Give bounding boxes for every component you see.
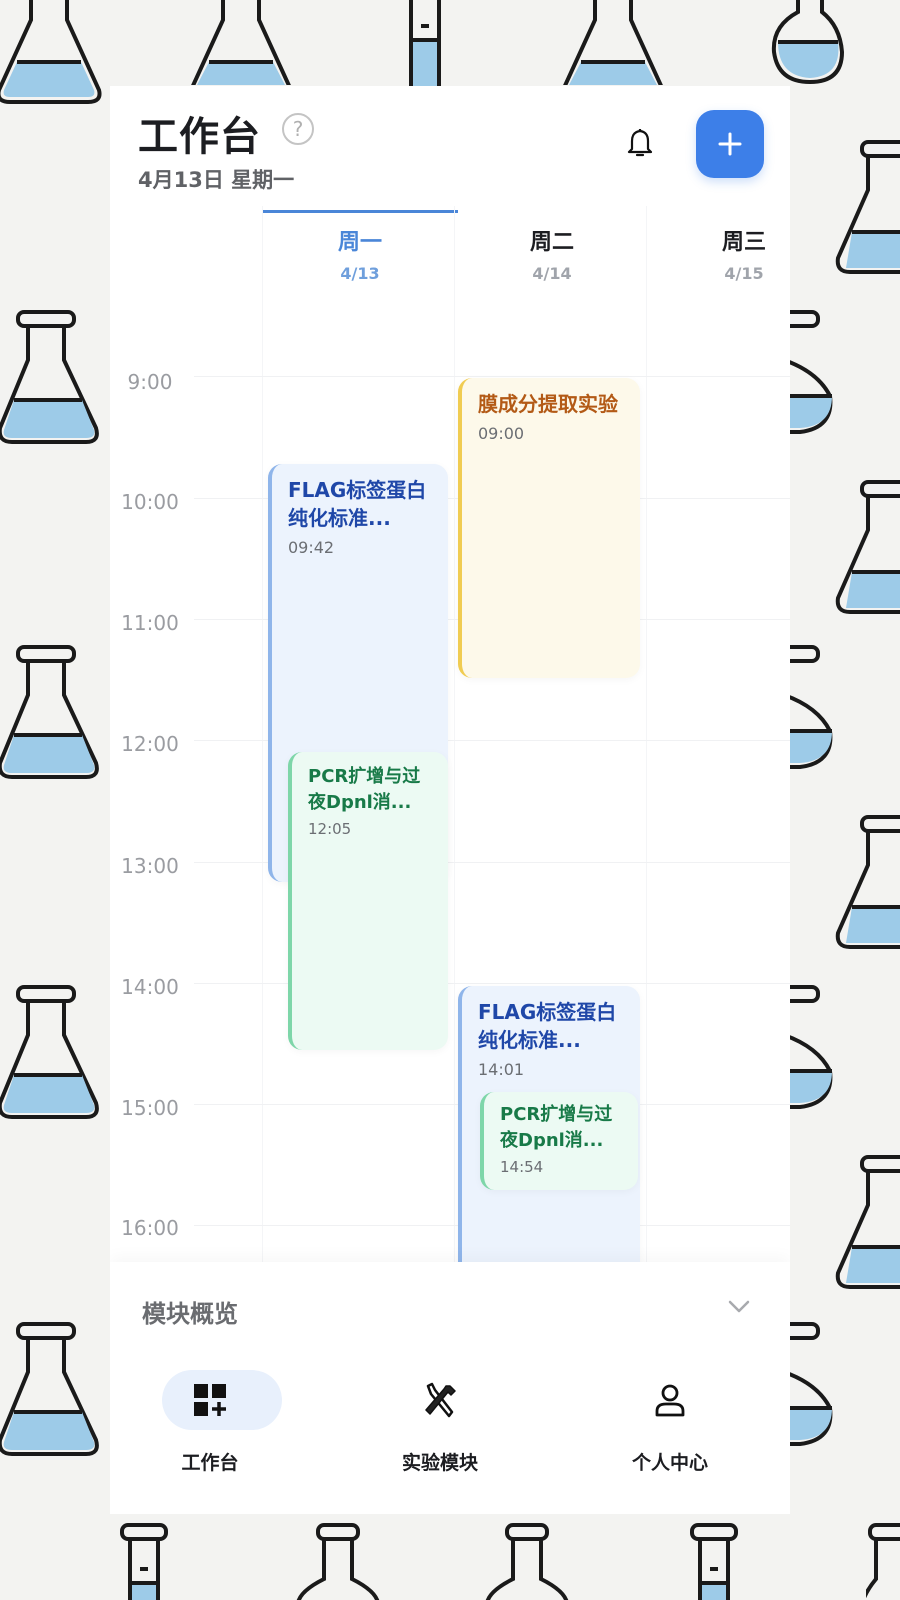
test-tube-icon xyxy=(120,1523,168,1600)
bell-icon[interactable] xyxy=(626,128,654,158)
day-date: 4/14 xyxy=(532,264,572,283)
plus-icon xyxy=(718,132,742,156)
event-card[interactable]: 膜成分提取实验 09:00 xyxy=(458,378,640,678)
event-time: 12:05 xyxy=(308,820,352,838)
column-divider xyxy=(454,206,455,1326)
column-divider xyxy=(646,206,647,1326)
flask-icon xyxy=(563,0,663,85)
event-title: PCR扩增与过夜Dpnl消... xyxy=(308,766,421,813)
event-time: 09:00 xyxy=(478,424,525,443)
nav-label: 个人中心 xyxy=(631,1452,708,1474)
active-indicator xyxy=(162,1370,282,1430)
test-tube-icon xyxy=(409,0,441,86)
event-title: PCR扩增与过夜Dpnl消... xyxy=(500,1104,613,1151)
hour-label: 16:00 xyxy=(121,1216,179,1240)
nav-label: 实验模块 xyxy=(401,1452,478,1474)
bottom-navigation: 工作台 实验模块 个人中心 xyxy=(110,1362,790,1514)
event-title: 膜成分提取实验 xyxy=(478,392,618,416)
module-overview-header[interactable]: 模块概览 xyxy=(110,1262,790,1362)
hour-label: 12:00 xyxy=(121,732,179,756)
tools-icon xyxy=(425,1382,456,1418)
calendar-grid[interactable]: 9:00 10:00 11:00 12:00 13:00 14:00 15:00… xyxy=(110,206,790,1326)
nav-item-profile[interactable]: 个人中心 xyxy=(570,1362,770,1514)
day-tab-wednesday[interactable]: 周三 4/15 xyxy=(646,210,790,290)
event-card[interactable]: PCR扩增与过夜Dpnl消... 12:05 xyxy=(288,752,448,1050)
nav-item-experiments[interactable]: 实验模块 xyxy=(340,1362,540,1514)
app-window: 工作台 ? 4月13日 星期一 周一 4/13 周二 4/14 周三 4/15 xyxy=(110,86,790,1514)
day-date: 4/15 xyxy=(724,264,764,283)
hour-line xyxy=(194,983,790,984)
flask-icon xyxy=(835,815,900,949)
hour-label: 15:00 xyxy=(121,1096,179,1120)
week-header: 周一 4/13 周二 4/14 周三 4/15 xyxy=(110,210,790,290)
column-divider xyxy=(262,206,263,1326)
flask-icon xyxy=(0,985,99,1119)
round-flask-icon xyxy=(296,1523,380,1600)
page-title: 工作台 xyxy=(138,114,261,160)
flask-icon xyxy=(0,0,102,104)
hour-label: 13:00 xyxy=(121,854,179,878)
hour-label: 10:00 xyxy=(121,490,179,514)
help-icon[interactable]: ? xyxy=(282,113,314,145)
event-time: 14:54 xyxy=(500,1158,544,1176)
day-name: 周二 xyxy=(529,230,574,255)
nav-item-workbench[interactable]: 工作台 xyxy=(110,1362,310,1514)
day-tab-tuesday[interactable]: 周二 4/14 xyxy=(454,210,650,290)
day-name: 周三 xyxy=(721,230,766,255)
page-header: 工作台 ? 4月13日 星期一 xyxy=(110,86,790,206)
flask-icon xyxy=(835,140,900,274)
flask-icon xyxy=(0,310,99,444)
nav-label: 工作台 xyxy=(181,1452,239,1474)
flask-icon xyxy=(835,480,900,614)
event-time: 09:42 xyxy=(288,538,335,557)
event-card[interactable]: PCR扩增与过夜Dpnl消... 14:54 xyxy=(480,1092,638,1190)
day-date: 4/13 xyxy=(340,264,380,283)
round-flask-icon xyxy=(771,0,845,85)
chevron-down-icon[interactable] xyxy=(728,1300,750,1314)
round-flask-icon xyxy=(485,1523,569,1600)
event-title: FLAG标签蛋白纯化标准... xyxy=(288,478,427,530)
current-date: 4月13日 星期一 xyxy=(138,168,295,192)
add-button[interactable] xyxy=(696,110,764,178)
hour-line xyxy=(194,376,790,377)
flask-icon xyxy=(191,0,291,85)
module-overview-title: 模块概览 xyxy=(142,1300,238,1328)
day-name: 周一 xyxy=(337,230,382,255)
flask-icon xyxy=(0,645,99,779)
flask-icon xyxy=(835,1155,900,1289)
hour-label: 9:00 xyxy=(127,370,173,394)
hour-line xyxy=(194,740,790,741)
day-tab-monday[interactable]: 周一 4/13 xyxy=(262,210,458,290)
dashboard-add-icon xyxy=(194,1384,226,1416)
event-title: FLAG标签蛋白纯化标准... xyxy=(478,1000,617,1052)
hour-line xyxy=(194,862,790,863)
hour-label: 14:00 xyxy=(121,975,179,999)
test-tube-icon xyxy=(690,1523,738,1600)
flask-icon xyxy=(0,1322,99,1456)
event-time: 14:01 xyxy=(478,1060,525,1079)
hour-label: 11:00 xyxy=(121,611,179,635)
user-icon xyxy=(655,1384,685,1417)
round-flask-icon xyxy=(866,1523,900,1599)
